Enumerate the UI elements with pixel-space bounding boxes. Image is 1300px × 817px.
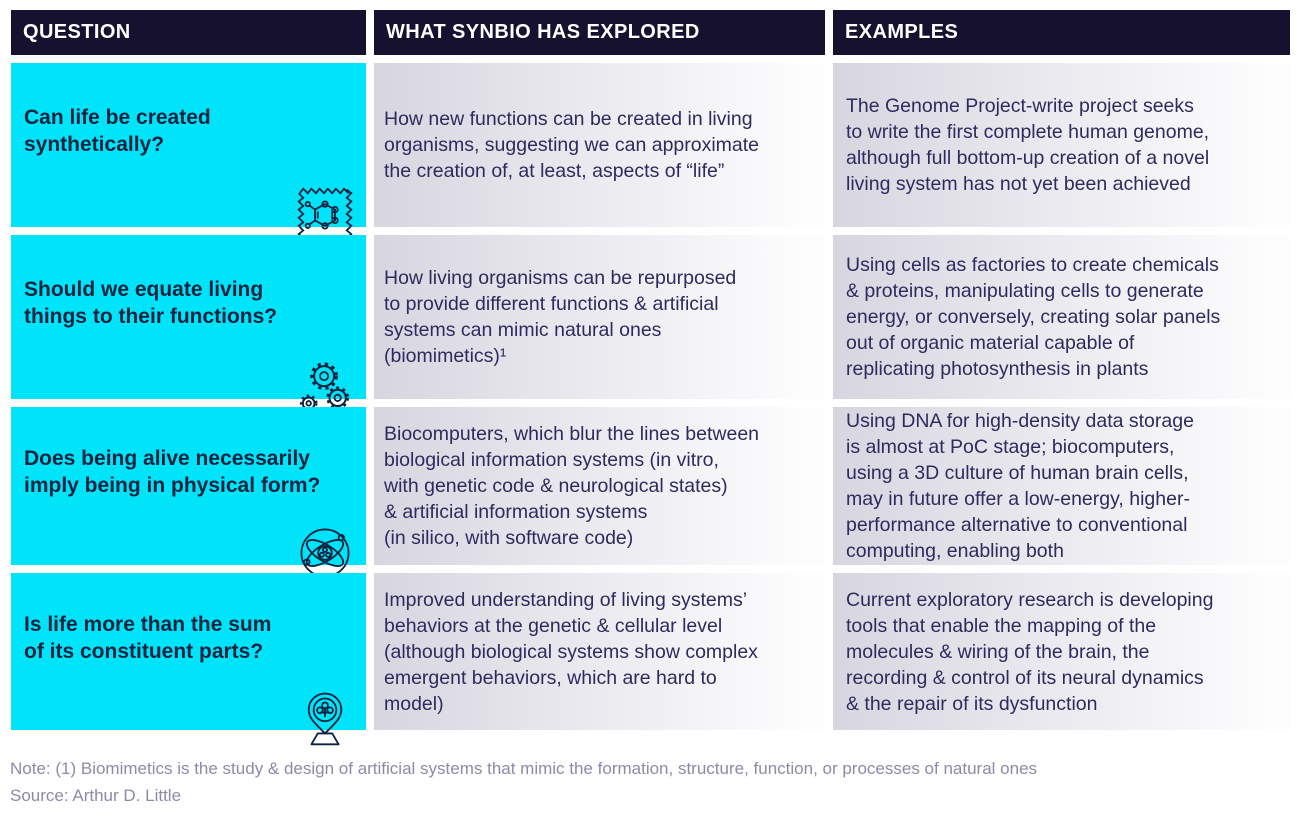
gears-icon bbox=[296, 331, 354, 413]
question-text: Can life be created synthetically? bbox=[24, 106, 211, 156]
question-text: Is life more than the sum of its constit… bbox=[24, 612, 272, 663]
example-cell-row-4: Current exploratory research is developi… bbox=[833, 573, 1290, 730]
example-text: Using cells as factories to create chemi… bbox=[846, 254, 1221, 380]
footer-notes: Note: (1) Biomimetics is the study & des… bbox=[10, 755, 1037, 809]
question-cell-equate-functions: Should we equate living things to their … bbox=[11, 235, 366, 413]
explored-cell-row-1: How new functions can be created in livi… bbox=[374, 63, 825, 227]
question-text: Should we equate living things to their … bbox=[24, 278, 278, 328]
question-cell-sum-of-parts: Is life more than the sum of its constit… bbox=[11, 573, 366, 746]
map-pin-tree-icon bbox=[296, 662, 354, 746]
example-cell-row-1: The Genome Project-write project seeks t… bbox=[833, 63, 1290, 227]
footnote-text: Note: (1) Biomimetics is the study & des… bbox=[10, 759, 1038, 778]
explored-cell-row-4: Improved understanding of living systems… bbox=[374, 573, 825, 730]
explored-cell-row-3: Biocomputers, which blur the lines betwe… bbox=[374, 407, 825, 565]
question-text: Does being alive necessarily imply being… bbox=[24, 447, 321, 497]
explored-text: How new functions can be created in livi… bbox=[384, 108, 760, 182]
explored-text: Improved understanding of living systems… bbox=[384, 588, 758, 715]
column-header-examples-label: EXAMPLES bbox=[845, 21, 959, 43]
column-header-explored: WHAT SYNBIO HAS EXPLORED bbox=[374, 10, 825, 55]
column-header-explored-label: WHAT SYNBIO HAS EXPLORED bbox=[386, 21, 700, 43]
example-cell-row-2: Using cells as factories to create chemi… bbox=[833, 235, 1290, 399]
atom-orbit-icon bbox=[296, 497, 354, 578]
example-text: The Genome Project-write project seeks t… bbox=[846, 95, 1210, 195]
column-header-question: QUESTION bbox=[11, 10, 366, 55]
column-header-question-label: QUESTION bbox=[23, 21, 131, 43]
explored-cell-row-2: How living organisms can be repurposed t… bbox=[374, 235, 825, 399]
molecule-stamp-icon bbox=[296, 159, 354, 243]
source-text: Source: Arthur D. Little bbox=[10, 786, 182, 805]
explored-text: How living organisms can be repurposed t… bbox=[384, 267, 737, 367]
example-text: Using DNA for high-density data storage … bbox=[846, 410, 1194, 562]
example-text: Current exploratory research is developi… bbox=[846, 588, 1214, 715]
question-cell-physical-form: Does being alive necessarily imply being… bbox=[11, 407, 366, 578]
example-cell-row-3: Using DNA for high-density data storage … bbox=[833, 407, 1290, 565]
explored-text: Biocomputers, which blur the lines betwe… bbox=[384, 423, 760, 549]
synbio-questions-table: QUESTION WHAT SYNBIO HAS EXPLORED EXAMPL… bbox=[11, 10, 1290, 746]
question-cell-created-synthetically: Can life be created synthetically? bbox=[11, 63, 366, 243]
column-header-examples: EXAMPLES bbox=[833, 10, 1290, 55]
